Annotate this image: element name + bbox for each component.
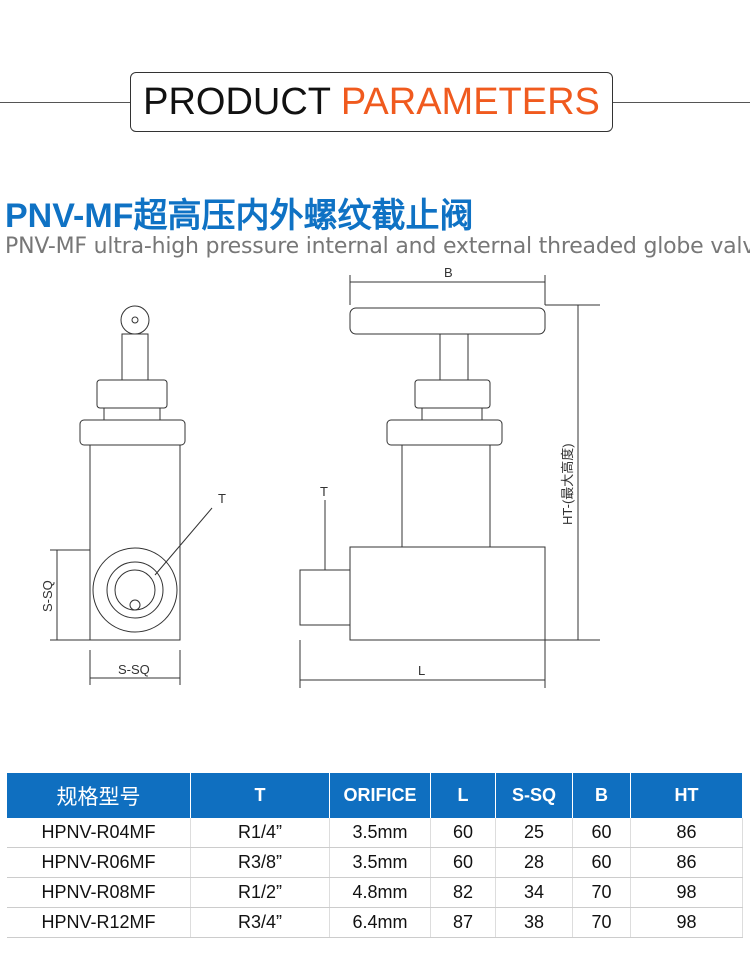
banner-line-right <box>613 102 750 103</box>
product-title: PNV-MF超高压内外螺纹截止阀 <box>5 197 474 235</box>
cell-ht: 98 <box>630 907 743 938</box>
section-banner: PRODUCT PARAMETERS <box>130 72 613 132</box>
header-model: 规格型号 <box>7 773 191 818</box>
cell-t: R3/4” <box>190 907 330 938</box>
cell-ssq: 25 <box>495 818 573 848</box>
left-view <box>50 305 213 685</box>
header-ssq: S-SQ <box>495 773 573 818</box>
cell-model: HPNV-R06MF <box>7 847 191 878</box>
cell-l: 87 <box>430 907 496 938</box>
cell-ht: 86 <box>630 818 743 848</box>
label-t-right: T <box>320 484 328 499</box>
banner-line-left <box>0 102 130 103</box>
cell-model: HPNV-R04MF <box>7 818 191 848</box>
cell-model: HPNV-R08MF <box>7 877 191 908</box>
cell-ssq: 38 <box>495 907 573 938</box>
cell-l: 82 <box>430 877 496 908</box>
cell-orifice: 3.5mm <box>329 847 431 878</box>
label-t-left: T <box>218 491 226 506</box>
banner-text: PRODUCT <box>143 81 341 123</box>
header-l: L <box>430 773 496 818</box>
label-b: B <box>444 265 453 280</box>
cell-b: 70 <box>572 877 631 908</box>
banner-highlight: PARAMETERS <box>340 81 600 123</box>
cell-ssq: 28 <box>495 847 573 878</box>
table-header-row: 规格型号 T ORIFICE L S-SQ B HT <box>7 773 743 818</box>
cell-ssq: 34 <box>495 877 573 908</box>
product-subtitle: PNV-MF ultra-high pressure internal and … <box>5 234 750 259</box>
right-view <box>299 275 600 688</box>
header-ht: HT <box>630 773 743 818</box>
cell-l: 60 <box>430 818 496 848</box>
cell-t: R1/2” <box>190 877 330 908</box>
header-t: T <box>190 773 330 818</box>
label-ssq-horizontal: S-SQ <box>118 662 150 677</box>
cell-b: 60 <box>572 847 631 878</box>
cell-b: 60 <box>572 818 631 848</box>
cell-l: 60 <box>430 847 496 878</box>
cell-orifice: 6.4mm <box>329 907 431 938</box>
header-orifice: ORIFICE <box>329 773 431 818</box>
header-b: B <box>572 773 631 818</box>
cell-b: 70 <box>572 907 631 938</box>
label-ht: HT-(最大高度) <box>560 443 575 525</box>
cell-model: HPNV-R12MF <box>7 907 191 938</box>
cell-ht: 86 <box>630 847 743 878</box>
label-l: L <box>418 663 425 678</box>
cell-orifice: 3.5mm <box>329 818 431 848</box>
valve-drawing: T S-SQ S-SQ B HT-(最大高度) T L <box>40 265 600 688</box>
cell-t: R3/8” <box>190 847 330 878</box>
cell-orifice: 4.8mm <box>329 877 431 908</box>
cell-ht: 98 <box>630 877 743 908</box>
label-ssq-vertical: S-SQ <box>40 580 55 612</box>
cell-t: R1/4” <box>190 818 330 848</box>
